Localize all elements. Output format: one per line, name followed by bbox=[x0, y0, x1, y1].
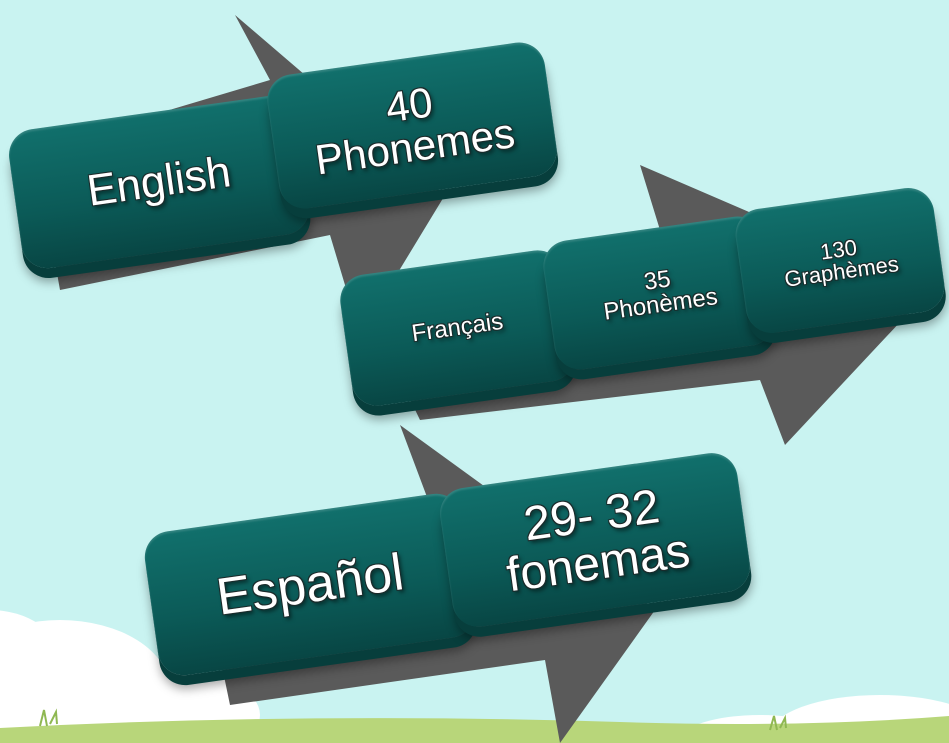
french-phoneme-unit: Phonèmes bbox=[601, 283, 720, 326]
spanish-language-label: Español bbox=[212, 542, 408, 627]
grass-strip bbox=[0, 708, 949, 743]
english-phoneme-unit: Phonemes bbox=[312, 108, 518, 184]
french-language-label: Français bbox=[409, 307, 505, 348]
french-grapheme-unit: Graphèmes bbox=[782, 250, 901, 292]
english-language-label: English bbox=[84, 147, 234, 216]
